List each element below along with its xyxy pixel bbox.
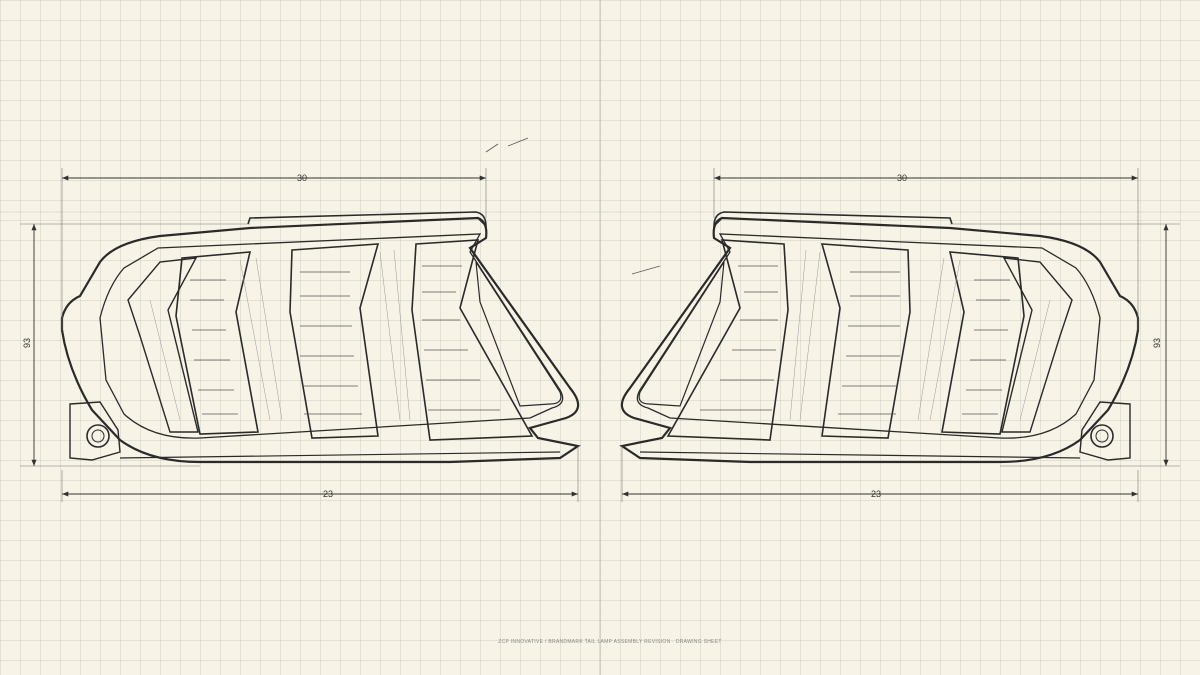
- left-tail-lamp: [20, 168, 578, 502]
- left-top-dimension: 30: [297, 173, 307, 183]
- right-bottom-dimension: 23: [871, 489, 881, 499]
- sheet-footnote: ZCP INNOVATIVE / BRANDMARK TAIL LAMP ASS…: [498, 639, 722, 645]
- right-tail-lamp: [622, 168, 1180, 502]
- right-top-dimension: 30: [897, 173, 907, 183]
- right-side-dimension: 93: [1152, 338, 1162, 348]
- left-bottom-dimension: 23: [323, 489, 333, 499]
- left-side-dimension: 93: [22, 338, 32, 348]
